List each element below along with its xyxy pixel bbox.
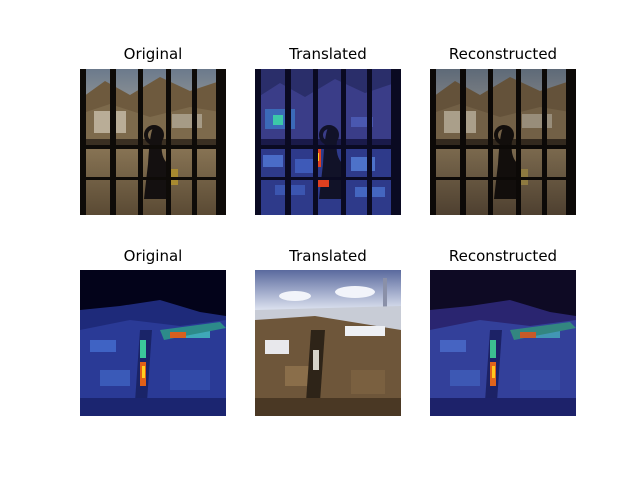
panel-title-r2c2: Translated	[289, 247, 367, 265]
image-translated-window-thermal	[255, 69, 401, 215]
panel-title-r2c3: Reconstructed	[448, 247, 558, 265]
panel-title-r1c2: Translated	[289, 45, 367, 63]
panel-title-r1c3: Reconstructed	[448, 45, 558, 63]
image-reconstructed-window-photo	[430, 69, 576, 215]
panel-title-r2c1: Original	[123, 247, 183, 265]
image-original-window-photo	[80, 69, 226, 215]
image-translated-aerial-photo	[255, 270, 401, 416]
image-original-aerial-thermal	[80, 270, 226, 416]
image-reconstructed-aerial-thermal	[430, 270, 576, 416]
panel-title-r1c1: Original	[123, 45, 183, 63]
